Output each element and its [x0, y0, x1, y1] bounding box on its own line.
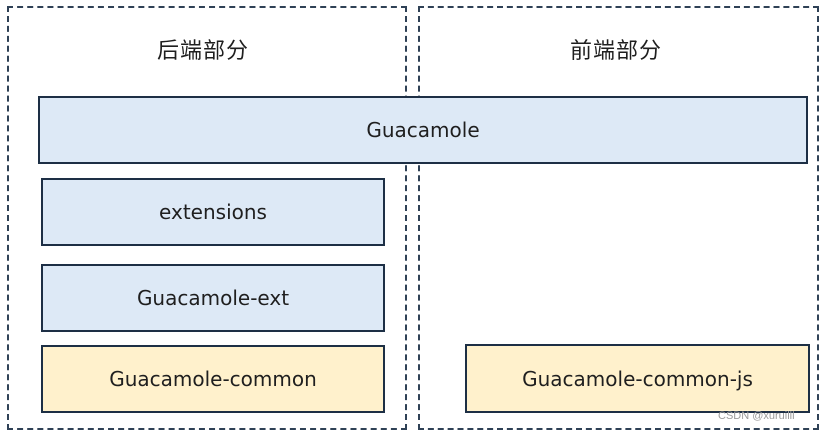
- guacamole-ext-module-label: Guacamole-ext: [136, 286, 290, 310]
- guacamole-module-label: Guacamole: [366, 118, 480, 142]
- guacamole-common-js-module-label: Guacamole-common-js: [522, 366, 753, 391]
- guacamole-common-module-label: Guacamole-common: [109, 367, 317, 391]
- guacamole-ext-module-box: Guacamole-ext: [41, 264, 385, 332]
- csdn-watermark: CSDN @xuruilll: [718, 410, 795, 422]
- frontend-region: [418, 6, 819, 430]
- guacamole-common-module-box: Guacamole-common: [41, 345, 385, 413]
- extensions-module-label: extensions: [159, 200, 267, 224]
- guacamole-common-js-module-box: Guacamole-common-js: [465, 344, 810, 413]
- backend-region-title: 后端部分: [157, 39, 250, 64]
- frontend-region-title: 前端部分: [570, 39, 663, 64]
- backend-region: [7, 6, 407, 430]
- extensions-module-box: extensions: [41, 178, 385, 246]
- guacamole-module-box: Guacamole: [38, 96, 808, 164]
